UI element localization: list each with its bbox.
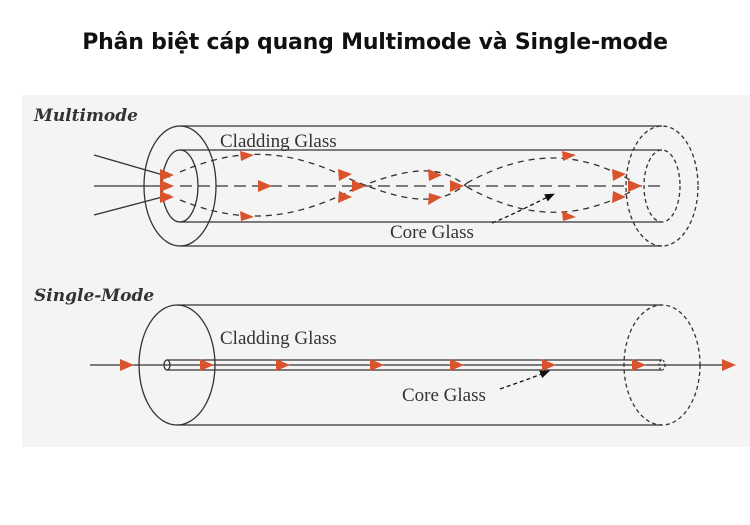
singlemode-arrows	[120, 359, 736, 371]
singlemode-core-pointer	[499, 370, 550, 390]
singlemode-core-label: Core Glass	[402, 385, 486, 406]
multimode-core-pointer	[491, 193, 555, 224]
singlemode-cladding-label: Cladding Glass	[220, 328, 337, 349]
fiber-diagram-svg: Multimode	[33, 106, 736, 426]
fiber-diagram: Multimode	[22, 95, 750, 447]
multimode-right-end-core	[643, 149, 681, 223]
multimode-cladding-label: Cladding Glass	[220, 131, 337, 152]
singlemode-cable	[90, 304, 732, 426]
multimode-arrows	[160, 151, 642, 221]
multimode-label: Multimode	[33, 106, 138, 126]
singlemode-label: Single-Mode	[34, 286, 154, 306]
page-title: Phân biệt cáp quang Multimode và Single-…	[82, 30, 668, 55]
multimode-right-end-outer	[625, 125, 699, 247]
multimode-core-label: Core Glass	[390, 222, 474, 243]
